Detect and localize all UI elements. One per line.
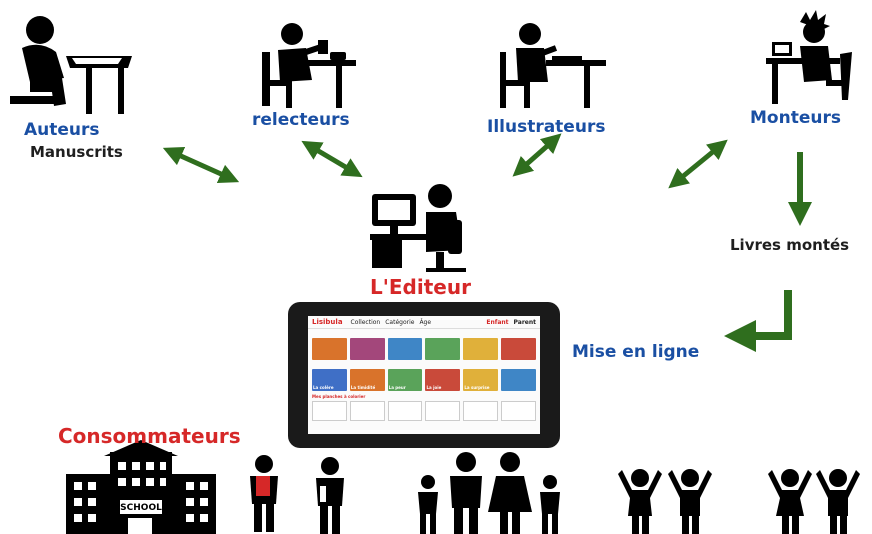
proofreader-icon: [262, 23, 356, 108]
nav-collection[interactable]: Collection: [350, 318, 381, 326]
label-editeur: L'Editeur: [370, 275, 471, 299]
label-livres-montes: Livres montés: [730, 236, 850, 254]
book-card[interactable]: La colère: [312, 369, 347, 391]
illustrator-icon: [500, 23, 606, 108]
tablet-device: Lisibula Collection Catégorie Âge Enfant…: [288, 302, 560, 448]
coloring-sheet[interactable]: [312, 401, 347, 421]
school-icon: [66, 440, 216, 534]
book-card[interactable]: [349, 338, 385, 360]
coloring-section-title: Mes planches à colorier: [312, 394, 366, 399]
coloring-sheet[interactable]: [349, 401, 385, 421]
label-manuscrits: Manuscrits: [30, 143, 123, 161]
site-header: Lisibula Collection Catégorie Âge Enfant…: [308, 316, 540, 329]
nav-age[interactable]: Âge: [419, 318, 432, 326]
row-title: [308, 329, 540, 338]
coloring-sheet[interactable]: [425, 401, 461, 421]
arrow-return-mise-en-ligne: [724, 290, 792, 352]
label-mise-en-ligne: Mise en ligne: [572, 342, 700, 362]
arrow-auteurs-editeur: [162, 146, 240, 184]
publisher-icon: [370, 184, 466, 272]
family-icon: [418, 452, 560, 534]
site-header-right: Enfant Parent: [486, 319, 536, 326]
site-nav: Collection Catégorie Âge: [351, 319, 432, 326]
label-illustrateurs: Illustrateurs: [487, 117, 606, 137]
nav-enfant[interactable]: Enfant: [486, 318, 509, 326]
label-auteurs: Auteurs: [24, 120, 100, 140]
children-icon: [768, 469, 860, 534]
label-monteurs: Monteurs: [750, 108, 841, 128]
book-card[interactable]: La surprise: [463, 369, 499, 391]
book-card[interactable]: La peur: [387, 369, 423, 391]
children-icon: [618, 469, 712, 534]
coloring-sheet[interactable]: [501, 401, 536, 421]
label-relecteurs: relecteurs: [252, 110, 350, 130]
row-title: [308, 360, 540, 369]
book-card[interactable]: [501, 338, 536, 360]
student-icon: [250, 455, 278, 532]
book-card[interactable]: [425, 338, 461, 360]
nav-categorie[interactable]: Catégorie: [385, 318, 415, 326]
book-card[interactable]: [387, 338, 423, 360]
nav-parent[interactable]: Parent: [513, 318, 536, 326]
editor-monteur-icon: [766, 10, 852, 104]
tablet-screen: Lisibula Collection Catégorie Âge Enfant…: [308, 316, 540, 434]
arrow-illustrateurs-editeur: [512, 133, 562, 177]
book-card[interactable]: La timidité: [349, 369, 385, 391]
student-icon: [316, 457, 344, 534]
coloring-sheets: [308, 401, 540, 421]
book-row-1: [308, 338, 540, 360]
school-sign: SCHOOL: [120, 503, 162, 513]
book-card[interactable]: [501, 369, 536, 391]
book-card[interactable]: La joie: [425, 369, 461, 391]
site-logo: Lisibula: [312, 318, 343, 326]
arrow-monteurs-editeur: [668, 139, 728, 189]
book-card[interactable]: [463, 338, 499, 360]
author-icon: [10, 16, 132, 114]
coloring-sheet[interactable]: [387, 401, 423, 421]
coloring-sheet[interactable]: [463, 401, 499, 421]
book-card[interactable]: [312, 338, 347, 360]
arrow-relecteurs-editeur: [301, 140, 363, 178]
label-consommateurs: Consommateurs: [58, 424, 241, 448]
